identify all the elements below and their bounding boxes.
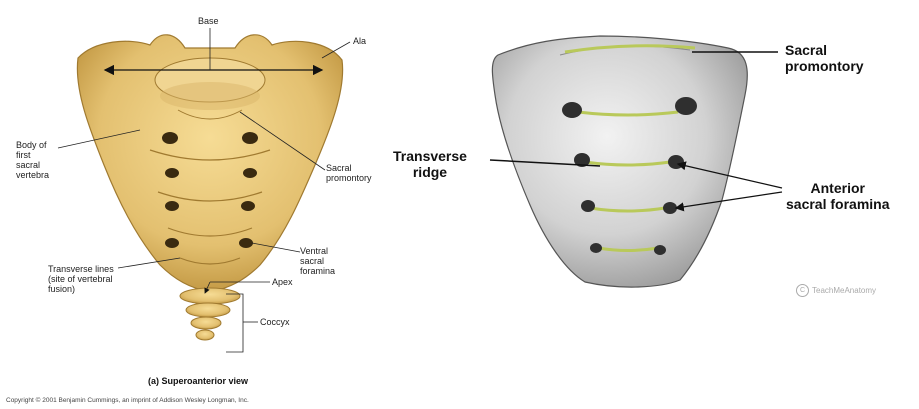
grey-foramen-r3 <box>663 202 677 214</box>
copyright-notice: Copyright © 2001 Benjamin Cummings, an i… <box>6 397 249 404</box>
label-base: Base <box>198 16 219 26</box>
label-ala: Ala <box>353 36 366 46</box>
grey-foramen-r4 <box>654 245 666 255</box>
logo-text: TeachMeAnatomy <box>812 286 876 295</box>
foramen-l4 <box>165 238 179 248</box>
sacrum-illustration-right <box>490 36 782 287</box>
foramen-r3 <box>241 201 255 211</box>
label-sacral-promontory-right: Sacral promontory <box>785 42 864 74</box>
grey-foramen-l1 <box>562 102 582 118</box>
figure-caption: (a) Superoanterior view <box>148 376 248 386</box>
foramen-l3 <box>165 201 179 211</box>
foramen-r1 <box>242 132 258 144</box>
sacrum-illustration-left <box>58 28 350 352</box>
foramen-r2 <box>243 168 257 178</box>
label-body-first-sacral-vertebra: Body of first sacral vertebra <box>16 140 49 180</box>
grey-foramen-r2 <box>668 155 684 169</box>
grey-foramen-l3 <box>581 200 595 212</box>
label-transverse-lines: Transverse lines (site of vertebral fusi… <box>48 264 114 294</box>
grey-foramen-r1 <box>675 97 697 115</box>
label-anterior-sacral-foramina: Anterior sacral foramina <box>786 180 890 212</box>
label-sacral-promontory-left: Sacral promontory <box>326 163 372 183</box>
grey-foramen-l4 <box>590 243 602 253</box>
coccyx-shape <box>180 288 240 340</box>
label-apex: Apex <box>272 277 293 287</box>
label-transverse-ridge: Transverse ridge <box>393 148 467 180</box>
foramen-l2 <box>165 168 179 178</box>
foramen-l1 <box>162 132 178 144</box>
label-ventral-sacral-foramina: Ventral sacral foramina <box>300 246 335 276</box>
label-coccyx: Coccyx <box>260 317 290 327</box>
logo-circle-icon: C <box>796 284 809 297</box>
foramen-r4 <box>239 238 253 248</box>
teachmeanatomy-logo: C TeachMeAnatomy <box>796 284 876 297</box>
